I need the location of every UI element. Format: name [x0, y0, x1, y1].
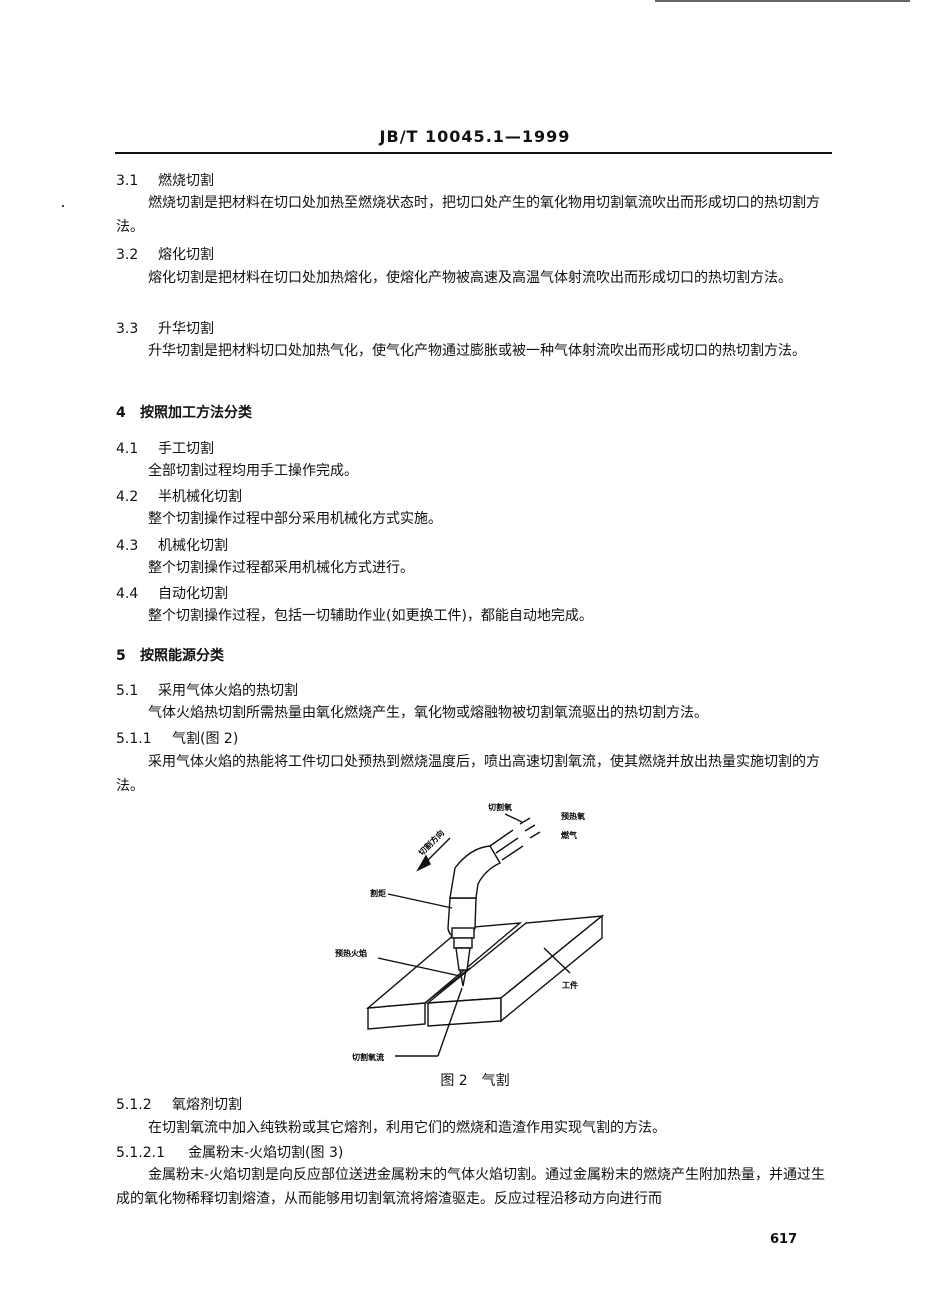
- section-body: 采用气体火焰的热能将工件切口处预热到燃烧温度后，喷出高速切割氧流，使其燃烧并放出…: [116, 754, 820, 794]
- section-number: 5.1: [116, 683, 139, 699]
- chapter-heading: 5 按照能源分类: [116, 645, 224, 665]
- section-number: 3.1: [116, 173, 139, 189]
- section-body: 燃烧切割是把材料在切口处加热至燃烧状态时，把切口处产生的氧化物用切割氧流吹出而形…: [116, 195, 820, 235]
- section-number: 4.3: [116, 538, 139, 554]
- chapter-number: 4: [116, 405, 126, 421]
- section-body: 熔化切割是把材料在切口处加热熔化，使熔化产物被高速及高温气体射流吹出而形成切口的…: [148, 270, 792, 286]
- label-cutting-oxygen: 切割氧: [488, 802, 512, 812]
- document-header: JB/T 10045.1—1999: [379, 127, 571, 146]
- label-fuel-gas: 燃气: [561, 830, 577, 840]
- section-title: 半机械化切割: [158, 489, 242, 505]
- section-title: 熔化切割: [158, 247, 214, 263]
- section-body: 整个切割操作过程中部分采用机械化方式实施。: [148, 511, 442, 527]
- section-heading: 4.4 自动化切割: [116, 583, 228, 603]
- section-body: 整个切割操作过程，包括一切辅助作业(如更换工件)，都能自动地完成。: [148, 608, 593, 624]
- section-body: 在切割氧流中加入纯铁粉或其它熔剂，利用它们的燃烧和造渣作用实现气割的方法。: [148, 1120, 666, 1136]
- chapter-number: 5: [116, 648, 126, 664]
- label-preheat-flame: 预热火焰: [335, 948, 367, 958]
- section-title: 气割(图 2): [172, 731, 239, 747]
- section-heading: 3.1 燃烧切割: [116, 170, 214, 190]
- section-body: 气体火焰热切割所需热量由氧化燃烧产生，氧化物或熔融物被切割氧流驱出的热切割方法。: [148, 705, 708, 721]
- section-title: 机械化切割: [158, 538, 228, 554]
- section-number: 5.1.1: [116, 731, 152, 747]
- figure-caption: 图 2 气割: [440, 1073, 510, 1089]
- section-body: 升华切割是把材料切口处加热气化，使气化产物通过膨胀或被一种气体射流吹出而形成切口…: [148, 343, 806, 359]
- torch-head: [449, 845, 501, 899]
- section-title: 升华切割: [158, 321, 214, 337]
- gas-cutting-diagram: 切割氧 预热氧 燃气 切割方向 割炬 预热火焰 工件 切割氧流: [335, 802, 605, 1062]
- section-heading: 5.1.2 氧熔剂切割: [116, 1094, 242, 1114]
- section-title: 氧熔剂切割: [172, 1097, 242, 1113]
- preheat-flame-shape: [459, 969, 467, 987]
- section-heading: 5.1.2.1 金属粉末-火焰切割(图 3): [116, 1142, 343, 1162]
- page-number: 617: [770, 1232, 798, 1247]
- section-heading: 3.2 熔化切割: [116, 244, 214, 264]
- section-body: 金属粉末-火焰切割是向反应部位送进金属粉末的气体火焰切割。通过金属粉末的燃烧产生…: [116, 1167, 826, 1207]
- section-heading: 4.1 手工切割: [116, 438, 214, 458]
- section-title: 燃烧切割: [158, 173, 214, 189]
- section-title: 自动化切割: [158, 586, 228, 602]
- chapter-heading: 4 按照加工方法分类: [116, 402, 252, 422]
- section-heading: 5.1.1 气割(图 2): [116, 728, 238, 748]
- section-title: 金属粉末-火焰切割(图 3): [188, 1145, 344, 1161]
- label-workpiece: 工件: [562, 980, 578, 990]
- section-body: 全部切割过程均用手工操作完成。: [148, 463, 358, 479]
- chapter-title: 按照能源分类: [140, 648, 224, 664]
- gas-inlets: [519, 817, 541, 839]
- section-title: 采用气体火焰的热切割: [158, 683, 298, 699]
- section-number: 3.2: [116, 247, 139, 263]
- section-heading: 5.1 采用气体火焰的热切割: [116, 680, 298, 700]
- section-number: 3.3: [116, 321, 139, 337]
- section-number: 5.1.2.1: [116, 1145, 165, 1161]
- section-number: 5.1.2: [116, 1097, 152, 1113]
- label-cutting-direction: 切割方向: [416, 828, 446, 858]
- scan-edge-line: [655, 0, 910, 2]
- kerf-line: [424, 967, 471, 1004]
- label-preheat-oxygen: 预热氧: [561, 811, 585, 821]
- section-number: 4.2: [116, 489, 139, 505]
- section-number: 4.1: [116, 441, 139, 457]
- scan-speck: [62, 205, 64, 207]
- label-torch: 割炬: [370, 888, 386, 898]
- header-rule: [115, 152, 832, 154]
- chapter-title: 按照加工方法分类: [140, 405, 252, 421]
- section-title: 手工切割: [158, 441, 214, 457]
- section-heading: 4.2 半机械化切割: [116, 486, 242, 506]
- section-heading: 3.3 升华切割: [116, 318, 214, 338]
- workpiece-left-top: [365, 922, 523, 1009]
- section-body: 整个切割操作过程都采用机械化方式进行。: [148, 560, 414, 576]
- section-number: 4.4: [116, 586, 139, 602]
- section-heading: 4.3 机械化切割: [116, 535, 228, 555]
- label-cutting-oxygen-stream: 切割氧流: [352, 1052, 384, 1062]
- torch-nozzle: [455, 947, 471, 971]
- workpiece-right-front: [427, 997, 502, 1027]
- torch-hoses: [489, 829, 524, 861]
- workpiece-right-side: [500, 914, 603, 1023]
- figure-gas-cutting: 切割氧 预热氧 燃气 切割方向 割炬 预热火焰 工件 切割氧流: [330, 798, 630, 1073]
